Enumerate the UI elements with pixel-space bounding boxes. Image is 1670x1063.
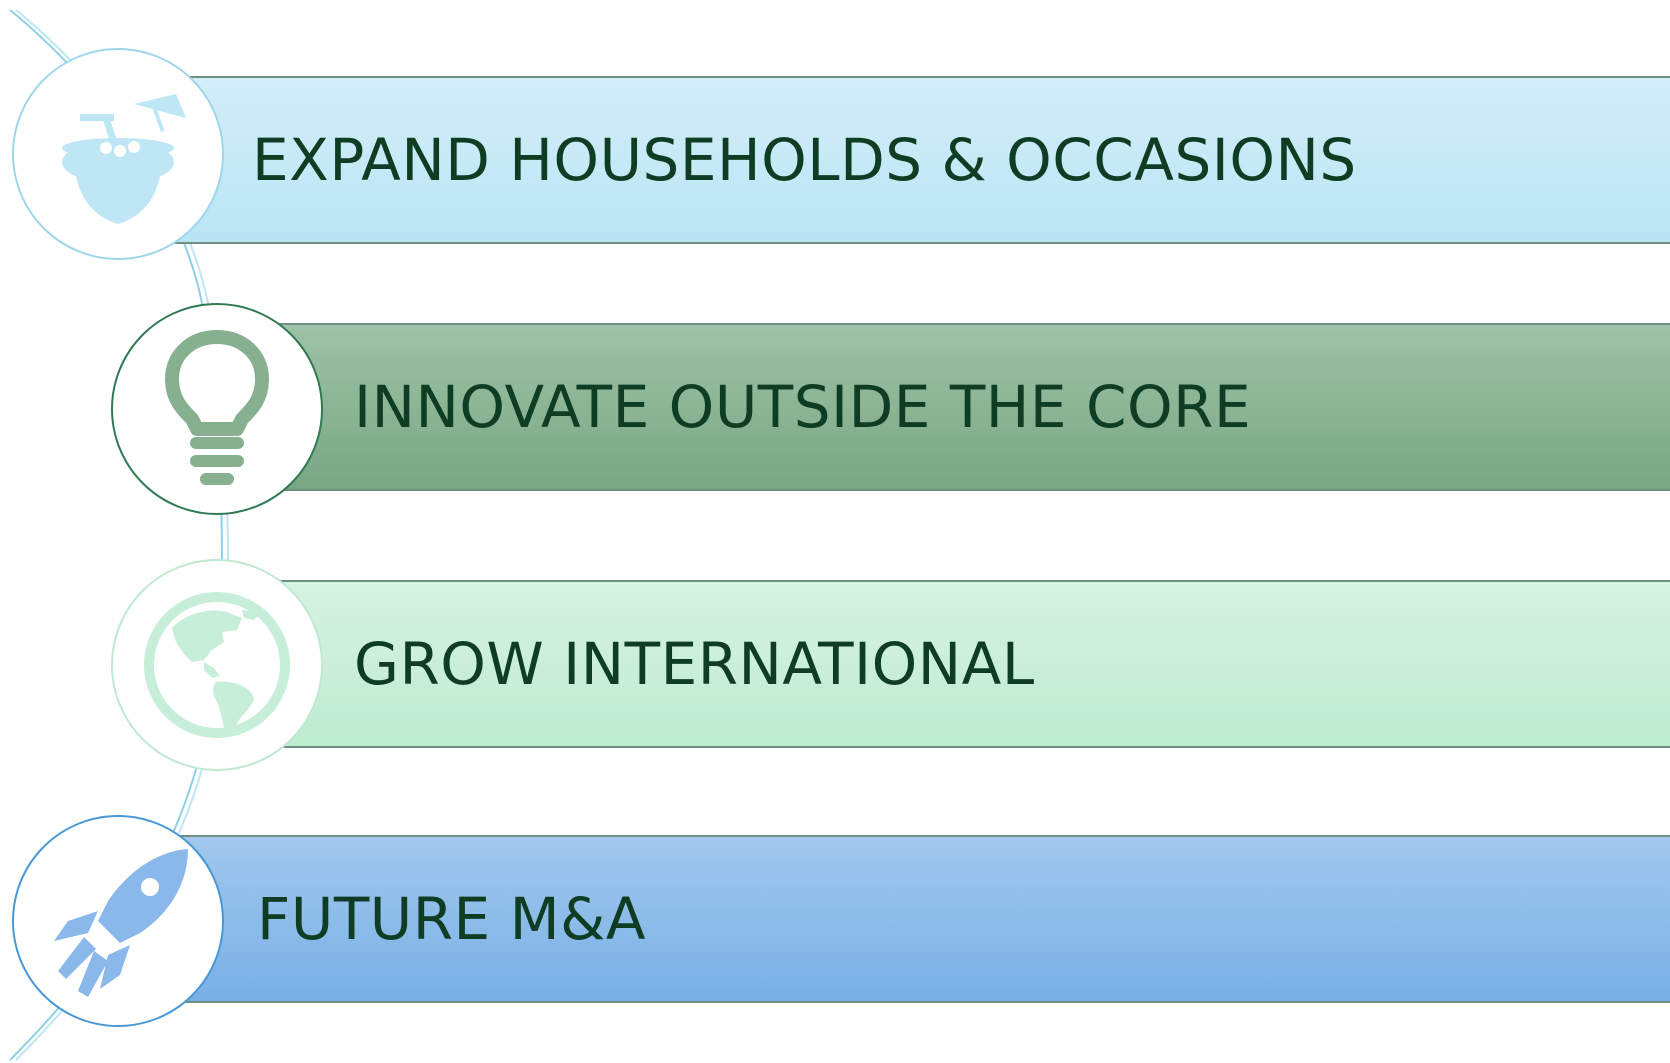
circle-badge — [12, 815, 224, 1027]
lightbulb-icon — [162, 329, 272, 489]
band-label: FUTURE M&A — [257, 885, 647, 953]
band-grow-international: GROW INTERNATIONAL — [270, 580, 1670, 748]
circle-badge — [111, 559, 323, 771]
band-future-ma: FUTURE M&A — [170, 835, 1670, 1003]
coconut-drink-icon — [48, 84, 188, 224]
band-innovate-outside-core: INNOVATE OUTSIDE THE CORE — [270, 323, 1670, 491]
band-label: INNOVATE OUTSIDE THE CORE — [354, 373, 1252, 441]
globe-icon — [142, 590, 292, 740]
circle-badge — [12, 48, 224, 260]
circle-badge — [111, 303, 323, 515]
band-label: GROW INTERNATIONAL — [354, 630, 1035, 698]
rocket-icon — [38, 841, 198, 1001]
band-label: EXPAND HOUSEHOLDS & OCCASIONS — [252, 126, 1357, 194]
band-expand-households: EXPAND HOUSEHOLDS & OCCASIONS — [170, 76, 1670, 244]
